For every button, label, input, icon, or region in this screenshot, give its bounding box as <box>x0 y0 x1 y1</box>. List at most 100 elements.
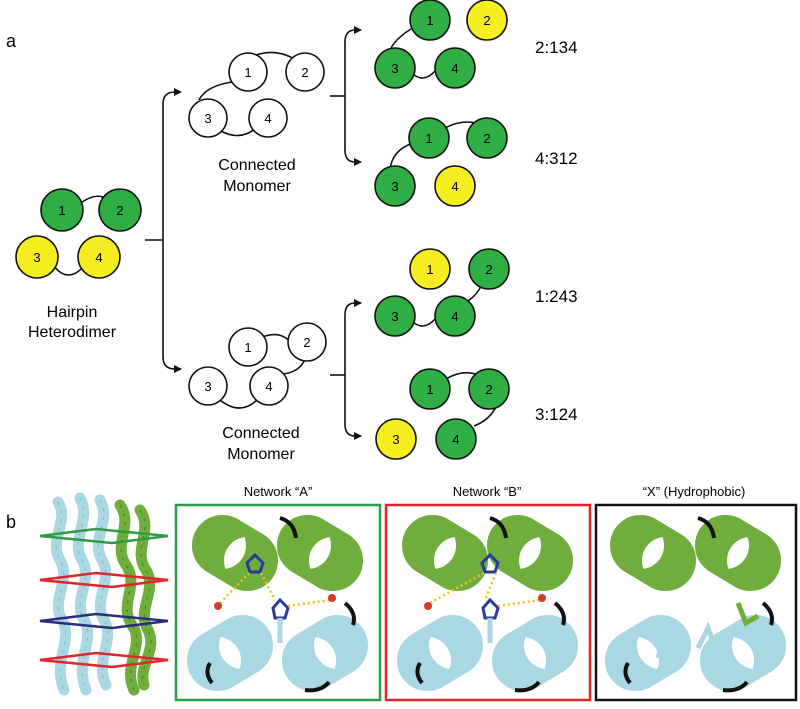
node-2: 2 <box>468 248 510 290</box>
helix-end <box>553 601 566 626</box>
oxygen-atom <box>424 602 432 610</box>
side-chain-ring <box>481 597 500 620</box>
green-helix-turn <box>302 530 363 591</box>
layer-plane <box>39 651 169 669</box>
helix-end <box>514 680 541 693</box>
svg-text:1: 1 <box>425 131 432 146</box>
helix-end <box>489 516 508 539</box>
result-label: 3:124 <box>535 405 578 424</box>
connected-monomer-top: 1 2 3 4 Connected Monomer <box>188 51 325 195</box>
node-2: 2 <box>98 188 142 232</box>
network-b-title: Network “B” <box>453 484 522 499</box>
result-1-243: 1 2 3 4 1:243 <box>374 248 578 337</box>
node-1: 1 <box>409 368 451 410</box>
result-3-124: 1 2 3 4 3:124 <box>375 368 578 460</box>
green-helix-turn <box>635 530 696 591</box>
node-2: 2 <box>468 368 510 410</box>
helix-end <box>279 516 298 539</box>
oxygen-atom <box>214 602 222 610</box>
node-2: 2 <box>466 0 508 41</box>
blue-helix-turn <box>212 615 273 676</box>
node-4: 4 <box>248 98 288 138</box>
node-1: 1 <box>228 52 268 92</box>
node-3: 3 <box>374 165 416 207</box>
connector-3-4 <box>53 265 85 276</box>
svg-text:3: 3 <box>391 61 398 76</box>
layer-plane <box>39 527 169 545</box>
node-4: 4 <box>434 165 476 207</box>
helix-end <box>623 661 632 685</box>
hydrogen-bond <box>429 571 541 608</box>
helix-blue <box>92 494 114 691</box>
node-1: 1 <box>409 248 451 290</box>
svg-text:4: 4 <box>451 61 458 76</box>
blue-helix-turn <box>307 615 368 676</box>
result-label: 4:312 <box>535 149 578 168</box>
caption-line-2: Monomer <box>227 446 295 463</box>
node-1: 1 <box>409 0 451 41</box>
node-4: 4 <box>435 418 477 460</box>
side-chain-ring <box>271 597 290 620</box>
svg-text:2: 2 <box>483 131 490 146</box>
svg-text:1: 1 <box>426 262 433 277</box>
svg-text:4: 4 <box>452 432 459 447</box>
helix-blue-detail <box>97 499 109 686</box>
blue-helix-turn <box>517 615 578 676</box>
node-4: 4 <box>434 47 476 89</box>
node-3: 3 <box>188 98 228 138</box>
hydrogen-bond <box>219 572 331 608</box>
result-label: 2:134 <box>535 38 578 57</box>
svg-text:3: 3 <box>392 432 399 447</box>
svg-text:4: 4 <box>451 309 458 324</box>
result-label: 1:243 <box>535 287 578 306</box>
node-3: 3 <box>15 235 59 279</box>
helix-blue <box>50 496 72 696</box>
helix-end <box>415 661 424 685</box>
node-4: 4 <box>434 295 476 337</box>
svg-text:1: 1 <box>244 65 251 80</box>
connector-3-4 <box>218 127 257 137</box>
svg-text:4: 4 <box>264 111 271 126</box>
result-4-312: 1 2 3 4 4:312 <box>374 117 578 207</box>
caption-line-2: Monomer <box>223 178 291 195</box>
connector-2-4 <box>282 358 306 375</box>
svg-text:1: 1 <box>58 203 65 218</box>
helix-end <box>205 661 214 685</box>
caption-line-1: Connected <box>222 425 299 442</box>
node-4: 4 <box>249 366 289 406</box>
caption-line-2: Heterodimer <box>28 324 117 341</box>
blue-helix-turn <box>422 615 483 676</box>
green-helix-turn <box>512 530 573 591</box>
node-3: 3 <box>188 366 228 406</box>
helical-bundle-side-view <box>39 492 169 696</box>
helix-end <box>761 601 774 626</box>
connected-monomer-bottom: 1 2 3 4 Connected Monomer <box>188 322 327 463</box>
svg-text:1: 1 <box>244 340 251 355</box>
svg-text:1: 1 <box>426 13 433 28</box>
network-b-panel <box>384 503 592 702</box>
helix-end <box>343 601 356 626</box>
caption-line-1: Connected <box>218 157 295 174</box>
svg-text:2: 2 <box>483 13 490 28</box>
node-2: 2 <box>285 52 325 92</box>
branch-brackets <box>145 26 362 440</box>
network-a-panel <box>174 503 382 702</box>
oxygen-atom <box>538 594 546 602</box>
svg-text:4: 4 <box>265 379 272 394</box>
node-3: 3 <box>374 295 416 337</box>
helix-blue <box>72 492 94 696</box>
svg-text:1: 1 <box>426 382 433 397</box>
svg-text:2: 2 <box>485 382 492 397</box>
node-4: 4 <box>77 235 121 279</box>
node-1: 1 <box>408 117 450 159</box>
svg-text:2: 2 <box>303 335 310 350</box>
node-2: 2 <box>466 117 508 159</box>
caption-line-1: Hairpin <box>47 304 98 321</box>
hairpin-heterodimer: 1 2 3 4 Hairpin Heterodimer <box>15 188 142 341</box>
hydrophobic-side-chain <box>695 621 719 651</box>
node-3: 3 <box>374 47 416 89</box>
result-2-134: 1 2 3 4 2:134 <box>374 0 578 89</box>
svg-text:3: 3 <box>204 379 211 394</box>
svg-text:3: 3 <box>391 179 398 194</box>
